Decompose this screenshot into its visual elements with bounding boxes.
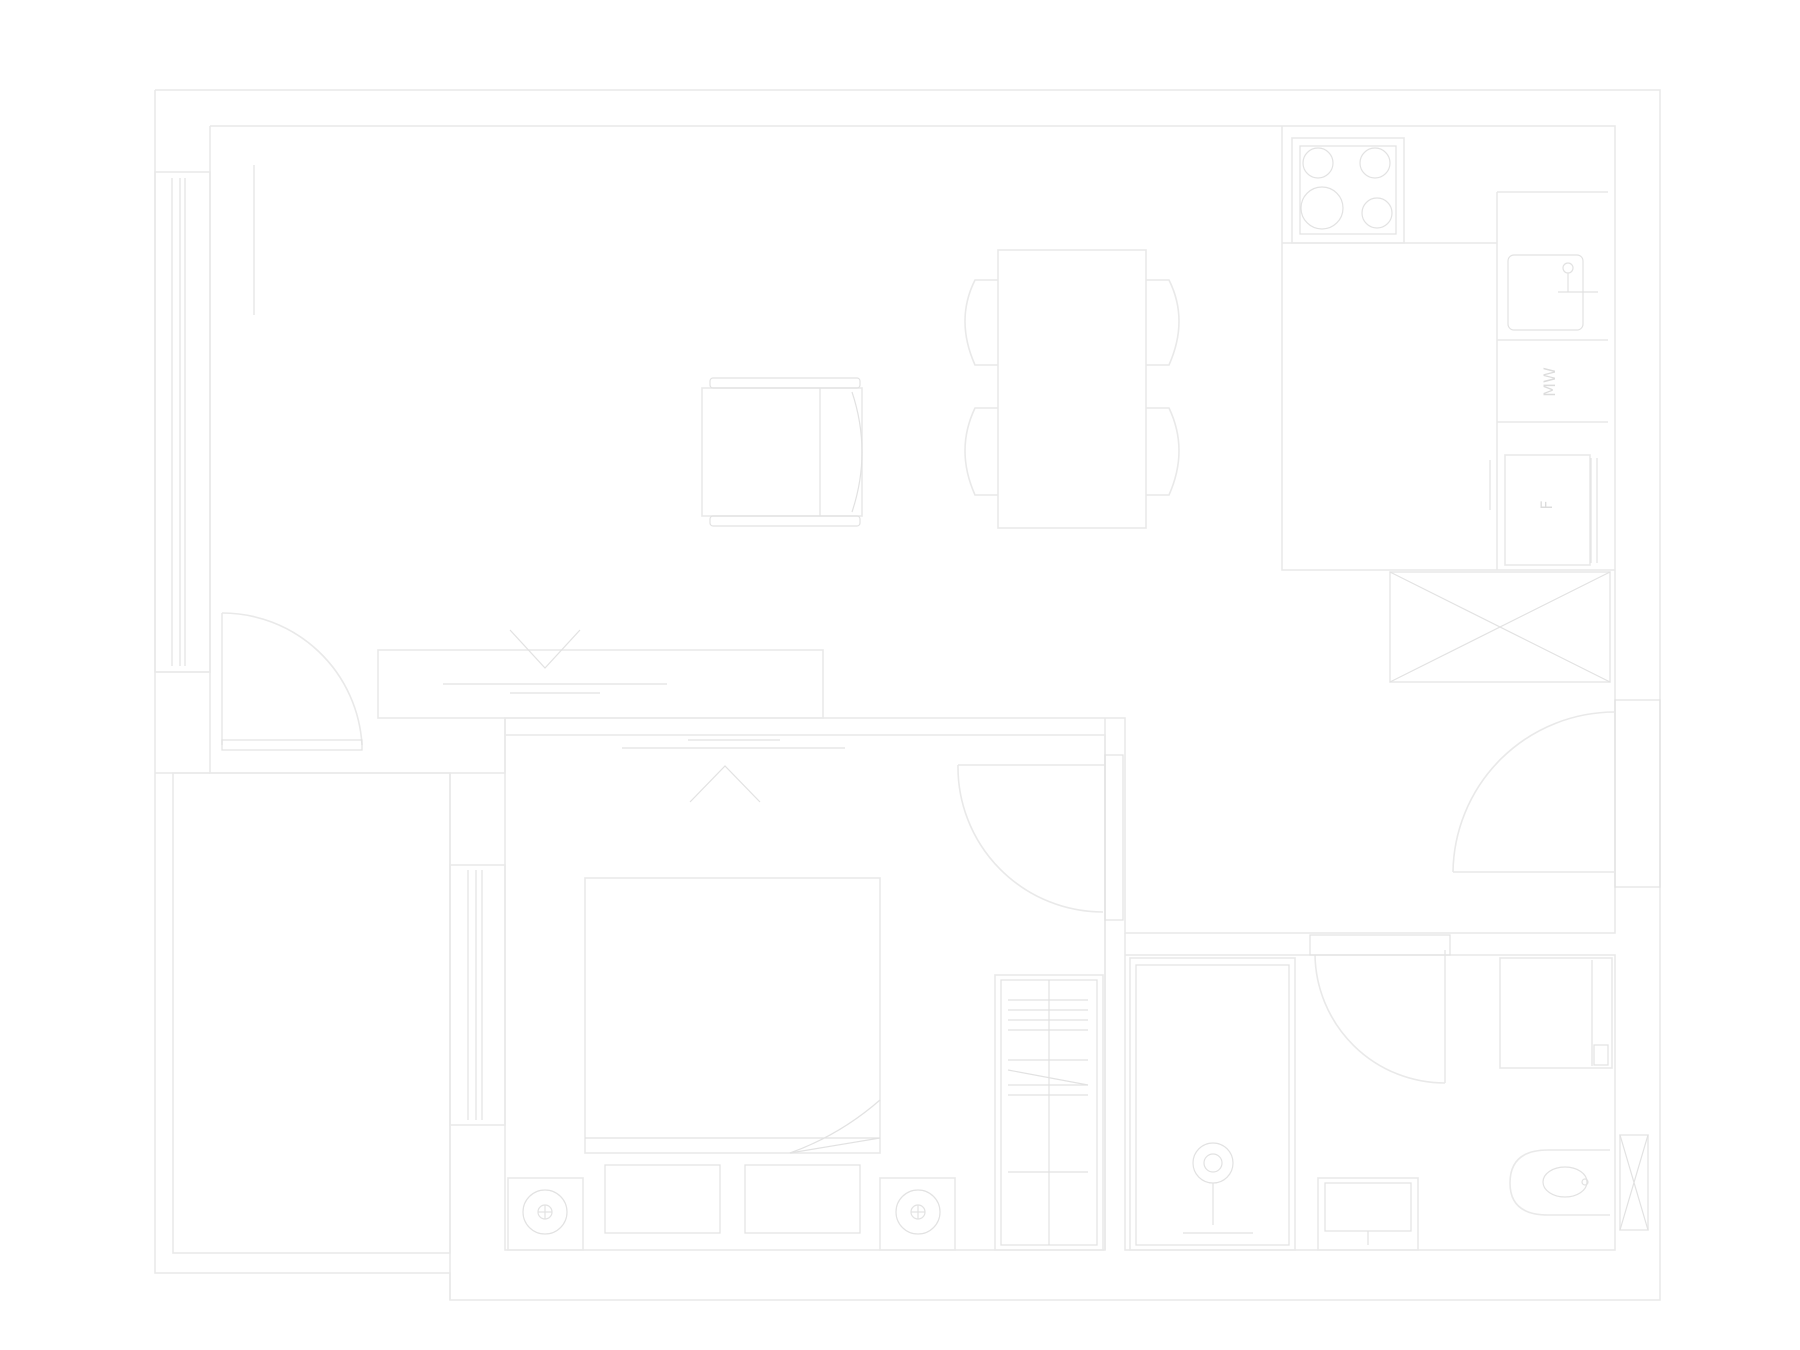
nightstand-right: [879, 1177, 956, 1251]
entrance-door: [1452, 699, 1661, 888]
lower-left-room: [172, 772, 451, 1300]
microwave-label: MW: [1540, 367, 1559, 397]
kitchen-counter: [1281, 126, 1615, 571]
tv-cabinet: [377, 629, 824, 719]
nightstand-left: [507, 1177, 584, 1251]
living-room-door: [221, 612, 363, 751]
window-left: [154, 171, 211, 673]
microwave-unit: MW: [1497, 339, 1608, 423]
bedroom-walls: [504, 718, 1106, 1251]
fridge-unit: F: [1489, 454, 1598, 566]
kitchen-sink: [1507, 254, 1598, 331]
bedroom-door: [957, 754, 1124, 921]
toilet: [1509, 1149, 1610, 1216]
bedroom-tv-shelf: [622, 739, 845, 803]
wardrobe: [994, 974, 1104, 1251]
exterior-walls: [154, 89, 1661, 1301]
fridge-label: F: [1537, 500, 1556, 509]
bathroom-walls: [1124, 933, 1616, 1251]
window-bedroom: [449, 864, 506, 1126]
toilet-cistern: [1619, 1134, 1649, 1231]
bathroom-door: [1309, 934, 1451, 1084]
cooktop: [1291, 137, 1405, 244]
armchair: [701, 377, 863, 527]
dining-table: [997, 249, 1147, 529]
washing-machine: [1499, 957, 1613, 1069]
ventilation-shaft: [1389, 571, 1611, 683]
dining-chairs: [964, 279, 1180, 496]
bathroom-sink: [1317, 1177, 1419, 1251]
shower: [1129, 957, 1296, 1251]
bed: [584, 877, 881, 1234]
